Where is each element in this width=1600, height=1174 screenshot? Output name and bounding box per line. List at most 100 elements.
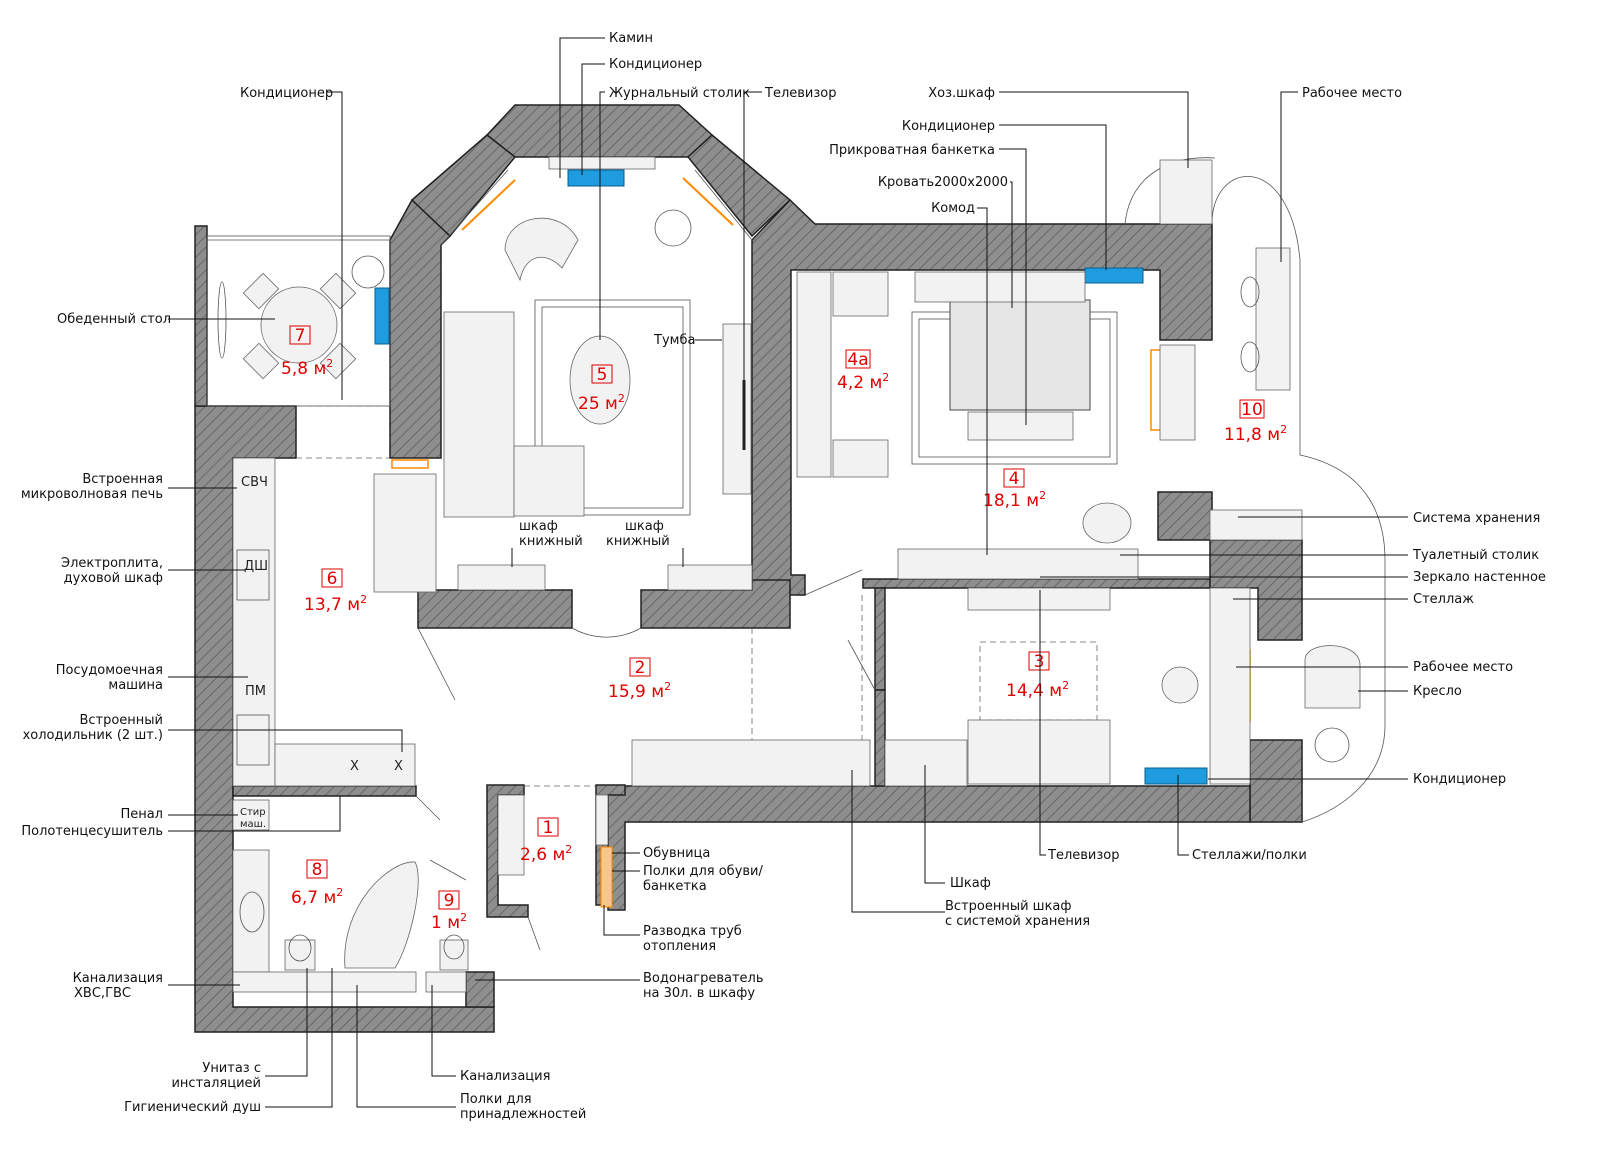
- room-8-number: 8: [312, 860, 323, 880]
- living-rug: [534, 299, 691, 516]
- wall-bottom-long: [607, 785, 1251, 911]
- room-4a-area: 4,2 м2: [837, 371, 889, 393]
- heater-living-left: [461, 179, 516, 231]
- toilet-wc: [439, 939, 469, 971]
- callout-tumba: Тумба: [653, 333, 695, 348]
- dressing-stool: [1082, 502, 1132, 544]
- callout-ac-bedroom: Кондиционер: [902, 119, 995, 134]
- tv-stand-study: [967, 587, 1111, 611]
- wall-kitchen-bath: [232, 785, 417, 797]
- wall-kitchen-left: [194, 405, 495, 1033]
- wall-living-bottom: [417, 589, 573, 629]
- callout-tv-living: Телевизор: [764, 86, 836, 101]
- bed: [949, 299, 1091, 411]
- wardrobe-4a-left: [796, 271, 832, 478]
- wall-bedroom-bottom: [862, 578, 1211, 589]
- bed-side-closet: [1159, 344, 1196, 441]
- room-9-area: 1 м2: [431, 911, 467, 933]
- callout-heating-pipes-1: Разводка труб: [643, 924, 742, 939]
- callout-sewer-water-1: Канализация: [73, 971, 163, 986]
- door-bedroom: [804, 569, 863, 596]
- ac-living-unit: [567, 169, 625, 187]
- room-6-area: 13,7 м2: [304, 593, 367, 615]
- callout-fireplace: Камин: [609, 31, 653, 46]
- fridge-mark-2: Х: [394, 759, 403, 774]
- callout-racks-shelves: Стеллажи/полки: [1192, 848, 1307, 863]
- room-labels: 1 2,6 м2 2 15,9 м2 3 14,4 м2 4 18,1 м2 4…: [281, 325, 1287, 933]
- callout-dishwasher-1: Посудомоечная: [56, 663, 163, 678]
- microwave-code: СВЧ: [241, 475, 268, 490]
- bath-installation-wall: [232, 971, 417, 993]
- wall-corridor-study-low: [874, 689, 886, 787]
- kitchen-counter: [232, 457, 276, 787]
- door-entrance: [527, 916, 541, 951]
- study-armchair: [1304, 645, 1361, 709]
- callout-sewer: Канализация: [460, 1069, 550, 1084]
- wall-hall-left: [486, 784, 529, 918]
- callout-builtin-wardrobe-1: Встроенный шкаф: [945, 899, 1072, 914]
- callout-wall-mirror: Зеркало настенное: [1413, 570, 1546, 585]
- ac-loggia-unit: [374, 287, 390, 345]
- stove: [236, 549, 270, 601]
- ac-study-unit: [1144, 767, 1208, 785]
- toilet-bath: [284, 939, 316, 971]
- room-2-area: 15,9 м2: [608, 680, 671, 702]
- study-chair: [1161, 666, 1199, 704]
- door-study: [847, 639, 876, 691]
- door-bath: [415, 795, 441, 821]
- callouts: Камин Кондиционер Журнальный столик Теле…: [21, 31, 1546, 1122]
- callout-tv-bedroom: Телевизор: [1047, 848, 1119, 863]
- callout-fridge-1: Встроенный: [79, 713, 163, 728]
- ac-bedroom-unit: [1084, 267, 1144, 284]
- callout-dining-table: Обеденный стол: [57, 312, 171, 327]
- door-kitchen: [417, 627, 456, 701]
- room-4-area: 18,1 м2: [983, 489, 1046, 511]
- shoe-rack: [595, 794, 609, 846]
- room-10-number: 10: [1241, 400, 1263, 420]
- room-4a-number: 4а: [847, 350, 868, 370]
- callout-shoe-rack: Обувница: [643, 846, 710, 861]
- heater-kitchen: [391, 459, 429, 469]
- callout-toilet-2: инсталяцией: [171, 1076, 261, 1091]
- callout-storage-system: Система хранения: [1413, 511, 1540, 526]
- room-7-area: 5,8 м2: [281, 357, 333, 379]
- callout-stove-1: Электроплита,: [61, 556, 163, 571]
- callout-ac-loggia: Кондиционер: [240, 86, 333, 101]
- bench: [967, 411, 1074, 441]
- callout-water-heater-1: Водонагреватель: [643, 971, 764, 986]
- plant-loggia: [351, 255, 385, 289]
- tv-stand: [722, 323, 752, 495]
- callout-bookcase-left-1: шкаф: [519, 519, 558, 534]
- furniture: [217, 156, 1361, 993]
- living-armchair: [504, 217, 579, 282]
- callout-bench: Прикроватная банкетка: [829, 143, 995, 158]
- wc-installation-wall: [425, 971, 467, 993]
- wall-bath-right: [465, 971, 495, 1008]
- fridge-mark-1: Х: [350, 759, 359, 774]
- fixture-codes: СВЧ ДШ ПМ Стир маш. Х Х: [240, 475, 403, 830]
- callout-bookcase-left-2: книжный: [519, 534, 583, 549]
- dresser: [897, 548, 1139, 580]
- callout-shoe-shelves-2: банкетка: [643, 879, 707, 894]
- callout-stove-2: духовой шкаф: [64, 571, 163, 586]
- heater-living-right: [682, 177, 734, 226]
- wall-study-right: [1249, 739, 1303, 823]
- utility-closet: [1159, 159, 1213, 225]
- plant-living: [654, 209, 692, 247]
- room-7-number: 7: [295, 326, 306, 346]
- callout-shelves-acc-1: Полки для: [460, 1092, 532, 1107]
- shelf-4a-bottom: [832, 439, 889, 478]
- sofa-back: [443, 311, 515, 518]
- wall-bay-left: [410, 134, 517, 238]
- shelf-4a-top: [832, 271, 889, 317]
- callout-bed: Кровать2000x2000: [878, 175, 1008, 190]
- balcony-outline: [1211, 176, 1386, 823]
- washer-code-1: Стир: [240, 807, 266, 818]
- room-10-area: 11,8 м2: [1224, 423, 1287, 445]
- sofa-corner: [513, 445, 585, 517]
- callout-utility-closet: Хоз.шкаф: [928, 86, 995, 101]
- callout-water-heater-2: на 30л. в шкафу: [643, 986, 755, 1001]
- callout-rack: Стеллаж: [1413, 592, 1474, 607]
- callout-coffee-table: Журнальный столик: [609, 86, 750, 101]
